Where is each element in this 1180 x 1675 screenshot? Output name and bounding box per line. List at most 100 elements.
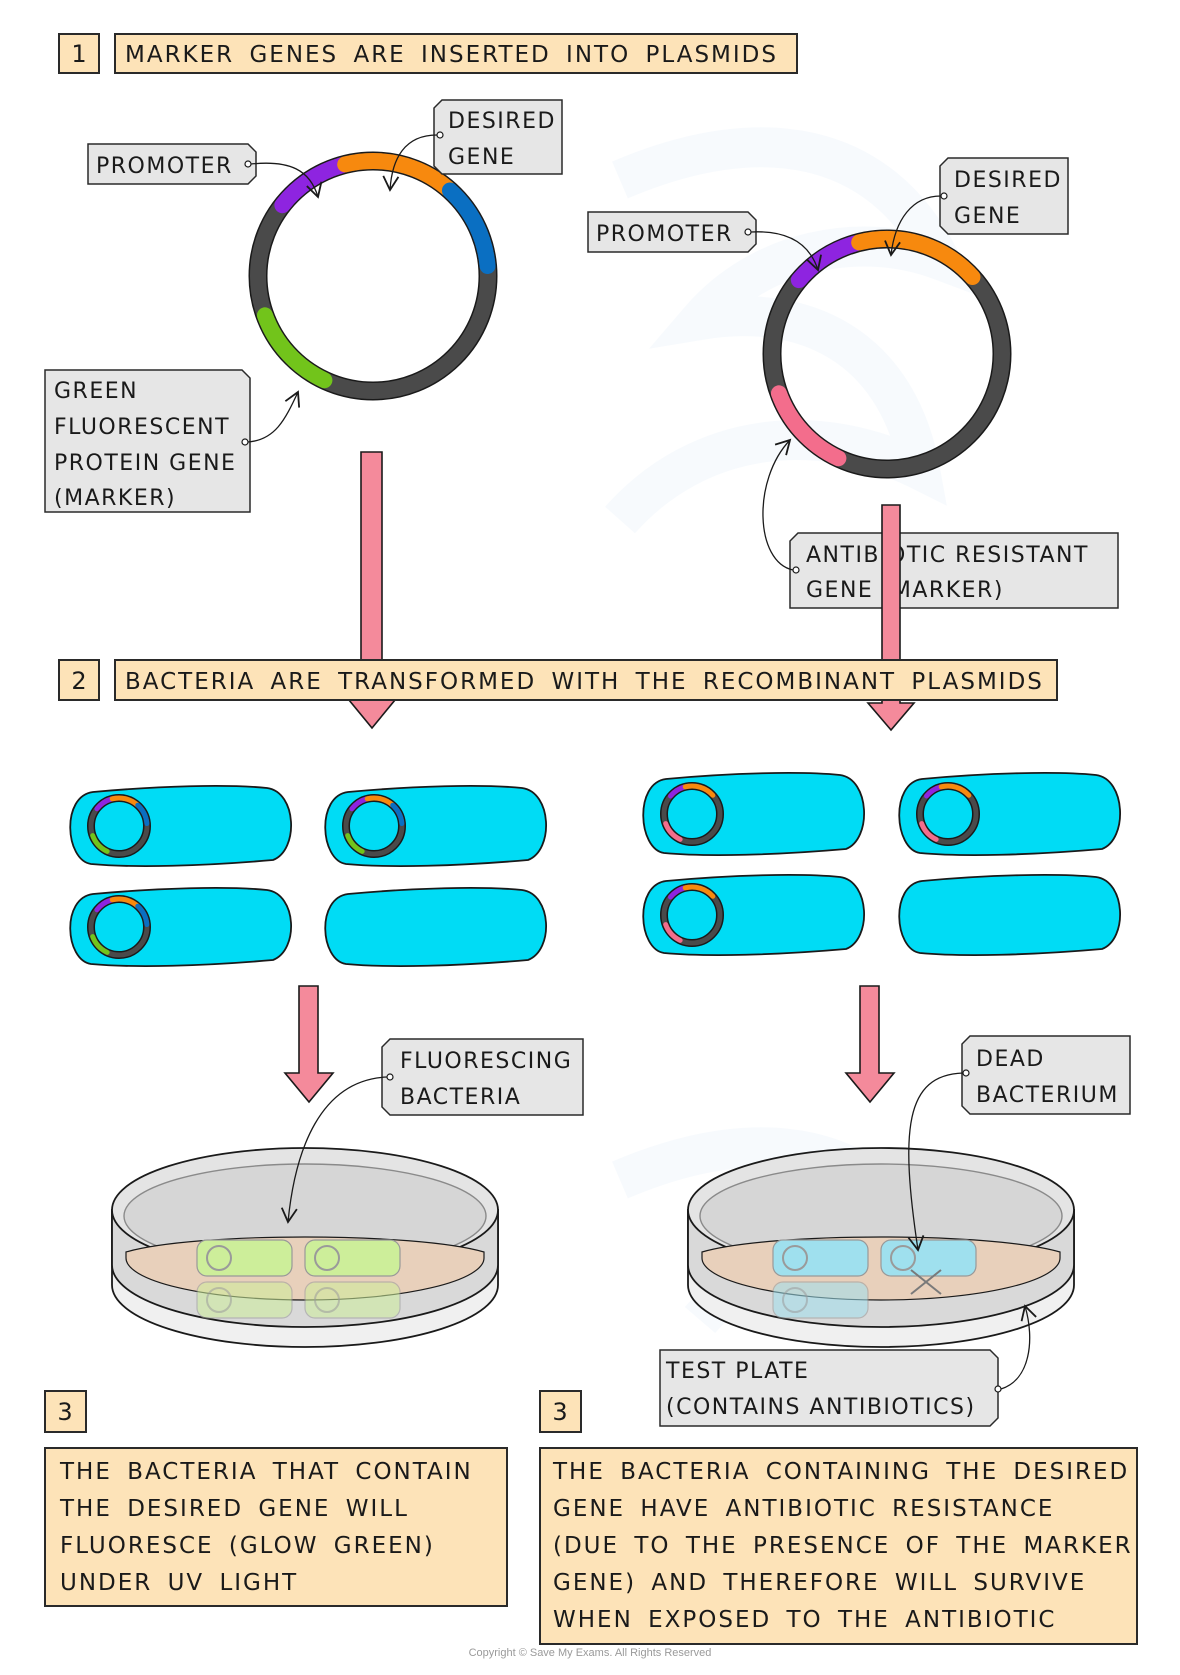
label-text: TEST PLATE bbox=[665, 1359, 809, 1384]
bacterium-plasmid bbox=[660, 782, 724, 846]
label-tag bbox=[87, 143, 257, 185]
step-title-box bbox=[114, 659, 1058, 701]
label-tag bbox=[587, 211, 757, 253]
label-text: PROTEIN GENE bbox=[54, 451, 236, 476]
plate-plasmid bbox=[782, 1245, 808, 1271]
step-number-box bbox=[539, 1390, 582, 1433]
label-pin bbox=[994, 1385, 1002, 1393]
label-text: PROMOTER bbox=[596, 222, 733, 247]
bacterium bbox=[642, 874, 865, 956]
left-plasmid-segment-marker bbox=[256, 307, 333, 389]
plate-plasmid bbox=[206, 1245, 232, 1271]
pointer-arrow bbox=[247, 390, 301, 443]
conclusion-box bbox=[539, 1447, 1138, 1645]
mini-plasmid-segment-other bbox=[390, 802, 405, 827]
mini-plasmid-segment-marker bbox=[663, 821, 683, 842]
left-marker-label: GREEN FLUORESCENT PROTEIN GENE (MARKER) bbox=[44, 369, 301, 513]
conclusion-line: THE DESIRED GENE WILL bbox=[59, 1496, 409, 1522]
bacterium-body bbox=[324, 887, 547, 967]
plate-plasmid bbox=[314, 1287, 340, 1313]
conclusion-line: THE BACTERIA CONTAINING THE DESIRED bbox=[552, 1459, 1129, 1485]
step-title-box bbox=[114, 33, 798, 74]
step-number: 3 bbox=[57, 1398, 72, 1426]
bacterium-plasmid bbox=[87, 895, 151, 959]
plate-plasmid bbox=[782, 1287, 808, 1313]
plate-bacterium bbox=[880, 1239, 977, 1277]
label-text: DEAD bbox=[976, 1047, 1045, 1072]
bacterium bbox=[642, 772, 865, 856]
pointer-arrow bbox=[750, 231, 822, 272]
bacterium bbox=[898, 874, 1121, 956]
right-marker-label: ANTIBIOTIC RESISTANT GENE (MARKER) bbox=[762, 438, 1119, 609]
bacterium-body bbox=[642, 874, 865, 956]
bacterium-body bbox=[69, 785, 292, 867]
plate-bacterium bbox=[772, 1239, 869, 1277]
label-pin bbox=[962, 1069, 970, 1077]
plate-plasmid bbox=[314, 1245, 340, 1271]
left-plasmid-segment-promoter bbox=[274, 157, 350, 214]
bacterium-plasmid bbox=[916, 782, 980, 846]
label-tag bbox=[381, 1038, 584, 1116]
conclusion-right: 3 THE BACTERIA CONTAINING THE DESIRED GE… bbox=[539, 1390, 1138, 1645]
label-text: DESIRED bbox=[954, 168, 1062, 193]
label-text: (CONTAINS ANTIBIOTICS) bbox=[666, 1395, 976, 1420]
dead-bacterium-cross bbox=[910, 1269, 942, 1295]
pointer-arrow bbox=[382, 134, 438, 192]
bacterium-plasmid bbox=[660, 883, 724, 947]
bacterium-plasmid bbox=[342, 794, 406, 858]
pointer-arrow bbox=[907, 1072, 964, 1252]
dead-bacterium-label: DEAD BACTERIUM bbox=[907, 1035, 1131, 1252]
arrow-right-2 bbox=[844, 985, 896, 1104]
left-plasmid-segment-desired-gene bbox=[337, 153, 455, 196]
step-title: MARKER GENES ARE INSERTED INTO PLASMIDS bbox=[125, 42, 778, 68]
right-plasmid-segment-desired-gene bbox=[851, 231, 981, 286]
copyright: Copyright © Save My Exams. All Rights Re… bbox=[469, 1647, 712, 1659]
right-plasmid-segment-marker bbox=[770, 385, 847, 467]
bacterium bbox=[324, 887, 547, 967]
label-text: GENE (MARKER) bbox=[806, 578, 1004, 603]
bacterium-plasmid bbox=[87, 794, 151, 858]
bacterium bbox=[69, 887, 292, 967]
label-pin bbox=[436, 131, 444, 139]
pointer-arrow bbox=[762, 438, 794, 571]
label-pin bbox=[386, 1073, 394, 1081]
label-tag bbox=[659, 1349, 999, 1427]
right-desired-gene-label: DESIRED GENE bbox=[884, 157, 1069, 257]
test-plate-label: TEST PLATE (CONTAINS ANTIBIOTICS) bbox=[659, 1304, 1037, 1427]
petri-dish-antibiotic bbox=[687, 1147, 1075, 1348]
label-text: (MARKER) bbox=[54, 486, 176, 511]
bacterium-body bbox=[898, 874, 1121, 956]
step-number-box bbox=[44, 1390, 87, 1433]
bacterium-body bbox=[324, 785, 547, 867]
right-plasmid-segment-promoter bbox=[790, 235, 864, 289]
mini-plasmid-segment-marker bbox=[90, 833, 110, 854]
conclusion-line: THE BACTERIA THAT CONTAIN bbox=[59, 1459, 473, 1485]
bacteria-group-left bbox=[69, 785, 547, 967]
plate-bacterium bbox=[304, 1239, 401, 1277]
conclusion-line: (DUE TO THE PRESENCE OF THE MARKER bbox=[553, 1533, 1133, 1559]
label-text: BACTERIA bbox=[400, 1085, 521, 1110]
step-number: 2 bbox=[71, 667, 86, 695]
bacterium-body bbox=[69, 887, 292, 967]
bacterium bbox=[69, 785, 292, 867]
label-text: BACTERIUM bbox=[976, 1083, 1119, 1108]
left-desired-gene-label: DESIRED GENE bbox=[382, 99, 563, 192]
label-pin bbox=[241, 438, 249, 446]
plate-bacterium bbox=[196, 1239, 293, 1277]
conclusion-line: GENE HAVE ANTIBIOTIC RESISTANCE bbox=[553, 1496, 1054, 1522]
conclusion-line: WHEN EXPOSED TO THE ANTIBIOTIC bbox=[553, 1607, 1056, 1633]
conclusion-line: UNDER UV LIGHT bbox=[60, 1570, 298, 1596]
step-title: BACTERIA ARE TRANSFORMED WITH THE RECOMB… bbox=[125, 669, 1044, 695]
label-text: GENE bbox=[448, 145, 515, 170]
label-pin bbox=[244, 160, 252, 168]
label-tag bbox=[939, 157, 1069, 235]
step-number: 3 bbox=[552, 1398, 567, 1426]
right-promoter-label: PROMOTER bbox=[587, 211, 822, 272]
mini-plasmid-segment-desired-gene bbox=[682, 783, 716, 798]
step-number-box bbox=[58, 659, 100, 701]
left-plasmid-segment-other bbox=[441, 182, 496, 274]
conclusion-line: FLUORESCE (GLOW GREEN) bbox=[60, 1533, 435, 1559]
left-promoter-label: PROMOTER bbox=[87, 143, 323, 199]
label-tag bbox=[789, 532, 1119, 609]
